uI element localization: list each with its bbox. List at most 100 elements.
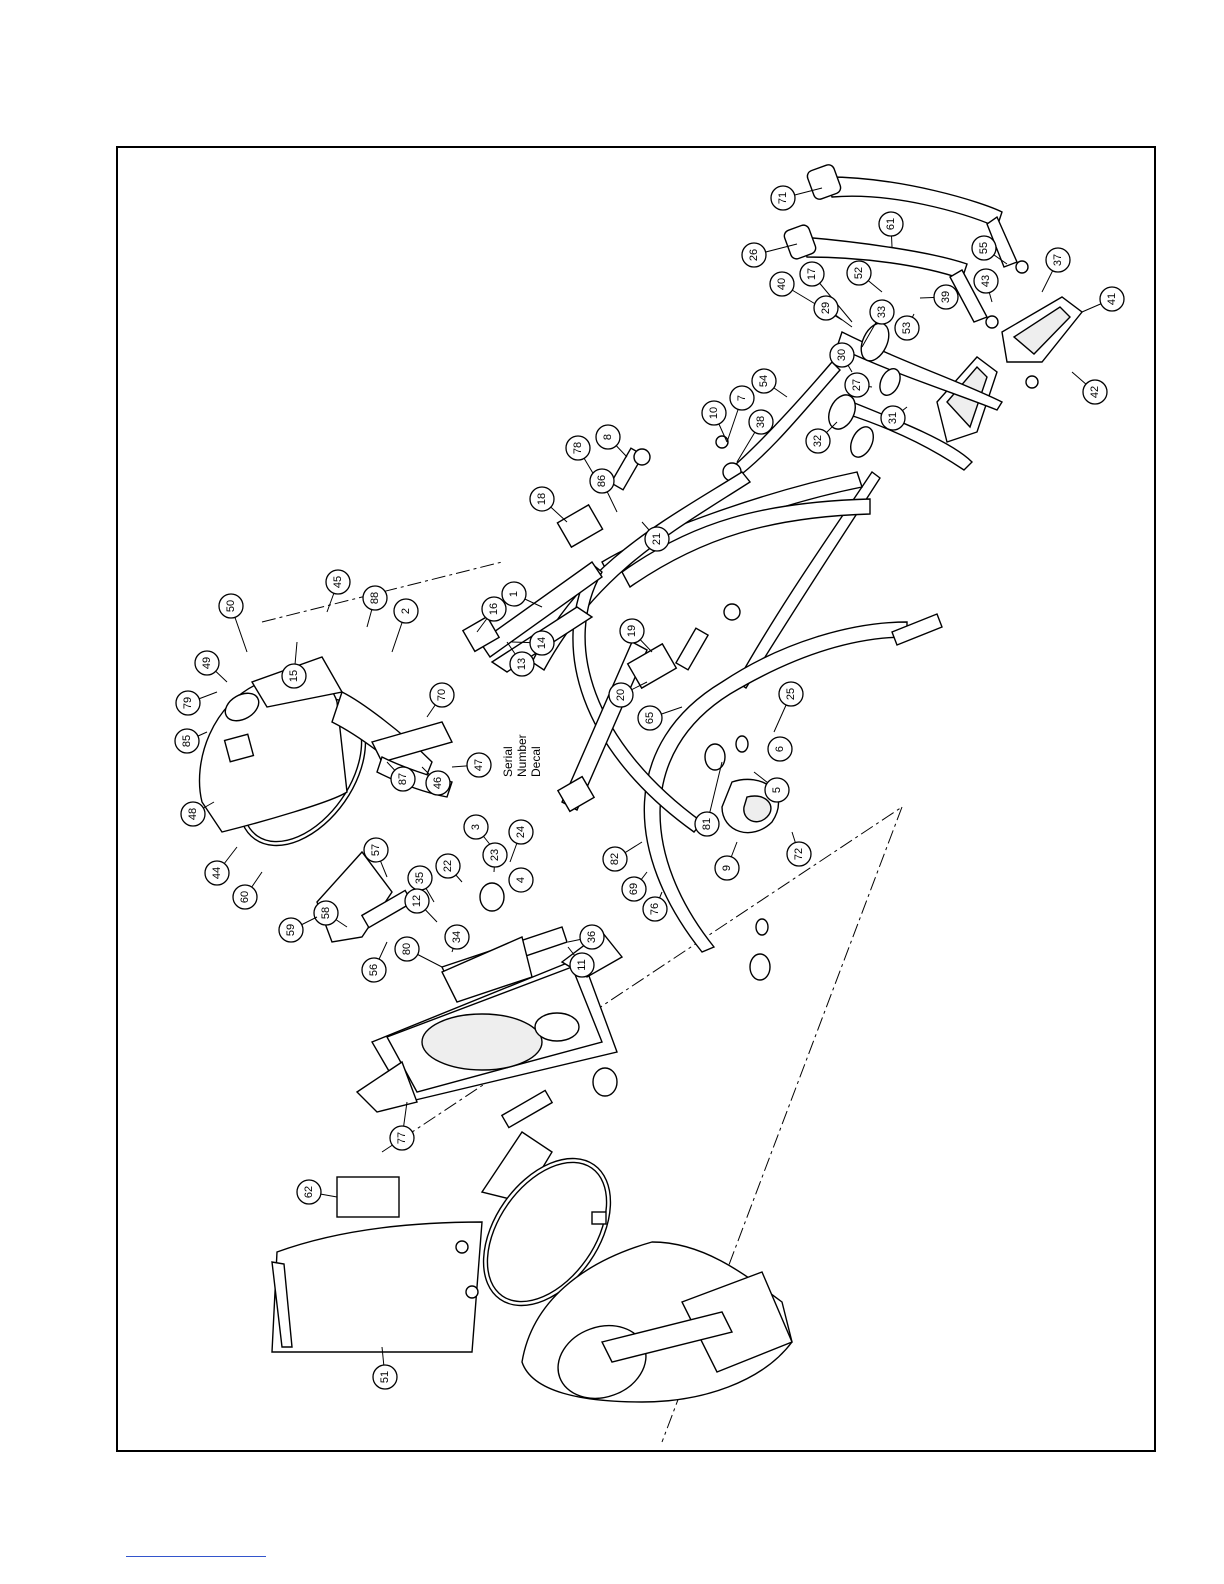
callout-61: 61 <box>879 212 903 247</box>
pedal-right <box>1002 297 1082 362</box>
callout-53: 53 <box>895 314 919 340</box>
washer <box>724 604 740 620</box>
wheel <box>705 744 725 770</box>
callout-70: 70 <box>427 683 454 717</box>
callout-number: 47 <box>473 759 485 771</box>
callout-51: 51 <box>373 1347 397 1389</box>
callout-number: 14 <box>536 637 548 649</box>
washer <box>634 449 650 465</box>
callout-number: 15 <box>288 670 300 682</box>
callout-number: 46 <box>432 777 444 789</box>
callout-23: 23 <box>483 843 507 872</box>
mounting-plate <box>317 852 392 942</box>
callout-43: 43 <box>974 269 998 302</box>
callout-number: 86 <box>596 475 608 487</box>
serial-number-decal-line-2: Number <box>515 734 529 777</box>
stabilizer <box>892 614 942 645</box>
callout-number: 65 <box>644 712 656 724</box>
callout-88: 88 <box>363 586 387 627</box>
callout-number: 13 <box>516 658 528 670</box>
callout-number: 39 <box>940 291 952 303</box>
callout-number: 37 <box>1052 254 1064 266</box>
callout-62: 62 <box>297 1180 337 1204</box>
callout-number: 71 <box>777 192 789 204</box>
callout-54: 54 <box>752 369 787 397</box>
callout-60: 60 <box>233 872 262 909</box>
callout-37: 37 <box>1042 248 1070 292</box>
bracket <box>557 505 602 547</box>
callout-49: 49 <box>195 651 227 682</box>
callout-number: 31 <box>887 412 899 424</box>
callout-number: 23 <box>489 849 501 861</box>
bearing <box>480 883 504 911</box>
callout-number: 54 <box>758 375 770 387</box>
callout-86: 86 <box>590 469 617 512</box>
callout-number: 59 <box>285 924 297 936</box>
callout-79: 79 <box>176 691 217 715</box>
callout-47: 47 <box>452 753 491 777</box>
callout-7: 7 <box>727 386 754 442</box>
callout-27: 27 <box>845 373 872 397</box>
callout-32: 32 <box>806 422 837 453</box>
callout-8: 8 <box>596 425 627 457</box>
callout-81: 81 <box>695 762 722 836</box>
wheel <box>750 954 770 980</box>
callout-number: 62 <box>303 1186 315 1198</box>
crank-arm <box>727 362 840 480</box>
callout-3: 3 <box>464 815 492 847</box>
callout-number: 45 <box>332 576 344 588</box>
callout-number: 38 <box>755 416 767 428</box>
callout-number: 57 <box>370 844 382 856</box>
callout-number: 2 <box>400 608 412 614</box>
callout-number: 29 <box>820 302 832 314</box>
callout-22: 22 <box>436 854 462 882</box>
callout-number: 58 <box>320 907 332 919</box>
callout-number: 72 <box>793 848 805 860</box>
washer <box>756 919 768 935</box>
callout-number: 80 <box>401 943 413 955</box>
callout-number: 33 <box>876 306 888 318</box>
washer <box>716 436 728 448</box>
callout-number: 52 <box>853 267 865 279</box>
callout-2: 2 <box>392 599 418 652</box>
callout-number: 34 <box>451 931 463 943</box>
callout-number: 77 <box>396 1132 408 1144</box>
callout-number: 12 <box>411 895 423 907</box>
callout-number: 1 <box>508 591 520 597</box>
callout-36: 36 <box>568 925 604 949</box>
callout-71: 71 <box>771 186 822 210</box>
callout-number: 4 <box>515 877 527 883</box>
callout-82: 82 <box>603 842 642 871</box>
callout-number: 41 <box>1106 293 1118 305</box>
callout-number: 48 <box>187 808 199 820</box>
callout-number: 50 <box>225 600 237 612</box>
pivot-plate <box>676 628 708 670</box>
callout-number: 3 <box>470 824 482 830</box>
footer-rule <box>126 1556 266 1557</box>
callout-number: 9 <box>721 865 733 871</box>
callout-45: 45 <box>326 570 350 612</box>
callout-number: 85 <box>181 735 193 747</box>
exploded-parts-diagram: Serial Number Decal 71266155374017523943… <box>118 148 1158 1454</box>
callout-number: 51 <box>379 1371 391 1383</box>
label-plate <box>337 1177 399 1217</box>
callout-number: 10 <box>708 407 720 419</box>
callout-number: 76 <box>649 903 661 915</box>
callout-72: 72 <box>787 832 811 866</box>
callout-number: 49 <box>201 657 213 669</box>
bearing <box>593 1068 617 1096</box>
callout-number: 6 <box>774 746 786 752</box>
callout-number: 88 <box>369 592 381 604</box>
callout-number: 70 <box>436 689 448 701</box>
callout-number: 8 <box>602 434 614 440</box>
callout-12: 12 <box>405 889 437 922</box>
callout-69: 69 <box>622 872 647 901</box>
callout-number: 69 <box>628 883 640 895</box>
callout-number: 11 <box>576 959 588 970</box>
bracket <box>502 1090 552 1127</box>
washer <box>1016 261 1028 273</box>
callout-44: 44 <box>205 847 237 885</box>
callout-56: 56 <box>362 942 387 982</box>
callout-9: 9 <box>715 842 739 880</box>
callout-39: 39 <box>920 285 958 309</box>
